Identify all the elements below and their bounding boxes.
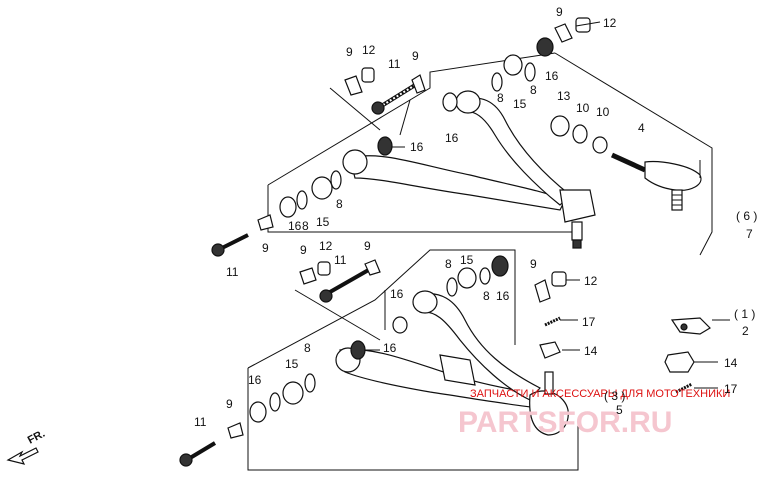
callout: 9 xyxy=(300,243,307,257)
direction-label: FR. xyxy=(26,428,47,447)
arrow-icon xyxy=(6,447,39,465)
callout: 2 xyxy=(742,324,749,338)
watermark: PARTSFOR.RU ЗАПЧАСТИ И АКСЕССУАРЫ ДЛЯ МО… xyxy=(458,388,730,439)
callout: 15 xyxy=(316,215,330,229)
callout: 9 xyxy=(262,241,269,255)
callout: 16 xyxy=(248,373,262,387)
callout: 15 xyxy=(513,97,527,111)
callout: 11 xyxy=(226,265,239,279)
callout: 8 xyxy=(302,219,309,233)
callouts: 9 12 9 12 11 9 8 8 16 15 16 16 13 10 10 … xyxy=(194,5,757,429)
callout: ( 6 ) xyxy=(736,209,757,223)
callout: 8 xyxy=(530,83,537,97)
watermark-caption: ЗАПЧАСТИ И АКСЕССУАРЫ ДЛЯ МОТОТЕХНИКИ xyxy=(470,388,730,400)
callout: 8 xyxy=(497,91,504,105)
callout: 13 xyxy=(557,89,571,103)
watermark-brand: PARTSFOR.RU xyxy=(458,406,672,439)
callout: 9 xyxy=(412,49,419,63)
callout: 8 xyxy=(336,197,343,211)
callout: 9 xyxy=(364,239,371,253)
callout: 14 xyxy=(724,356,738,370)
callout: 16 xyxy=(390,287,404,301)
upper-arm-frame xyxy=(267,52,713,256)
callout: 12 xyxy=(584,274,598,288)
callout: 9 xyxy=(556,5,563,19)
callout: 8 xyxy=(483,289,490,303)
callout: 11 xyxy=(388,57,401,71)
callout: 8 xyxy=(304,341,311,355)
callout: 15 xyxy=(460,253,474,267)
callout: 10 xyxy=(596,105,610,119)
callout: 16 xyxy=(383,341,397,355)
callout: 16 xyxy=(410,140,424,154)
callout: ( 3 ) xyxy=(604,389,625,403)
callout: 12 xyxy=(319,239,333,253)
lower-arm-frame xyxy=(247,249,579,471)
direction-indicator: FR. xyxy=(6,428,47,465)
lower-control-arm xyxy=(335,290,569,436)
callout: 7 xyxy=(746,227,753,241)
callout: 12 xyxy=(362,43,376,57)
callout: 16 xyxy=(445,131,459,145)
callout: 5 xyxy=(616,403,623,417)
callout: 9 xyxy=(226,397,233,411)
callout: 14 xyxy=(584,344,598,358)
callout: 11 xyxy=(334,253,347,267)
callout: 9 xyxy=(346,45,353,59)
callout: 9 xyxy=(530,257,537,271)
upper-hardware xyxy=(211,17,702,257)
leader-lines xyxy=(365,21,730,389)
callout: 16 xyxy=(496,289,510,303)
legend-parts xyxy=(664,317,711,394)
callout: ( 1 ) xyxy=(734,307,755,321)
callout: 15 xyxy=(285,357,299,371)
callout: 16 xyxy=(288,219,302,233)
callout: 17 xyxy=(724,382,738,396)
callout: 12 xyxy=(603,16,617,30)
callout: 16 xyxy=(545,69,559,83)
upper-control-arm xyxy=(342,90,596,249)
callout: 17 xyxy=(582,315,596,329)
callout: 8 xyxy=(445,257,452,271)
callout: 11 xyxy=(194,415,207,429)
callout: 10 xyxy=(576,101,590,115)
lower-hardware xyxy=(179,255,567,467)
callout: 4 xyxy=(638,121,645,135)
